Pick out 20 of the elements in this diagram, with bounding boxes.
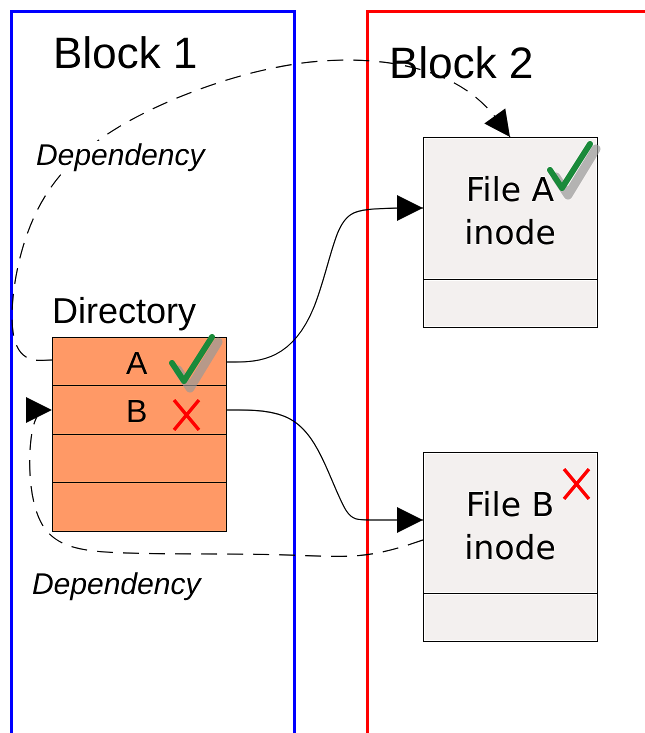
inode-box	[423, 452, 598, 642]
inode-label: File A inode	[463, 169, 557, 254]
entry-name: B	[126, 393, 148, 430]
dependency-arrow	[12, 59, 510, 361]
edge-label: Dependency	[36, 141, 204, 171]
table-row	[52, 482, 227, 532]
block-title: Block 2	[389, 39, 534, 90]
inode-box	[423, 137, 598, 328]
entry-name: A	[126, 345, 148, 382]
block-container	[366, 10, 645, 733]
edge-label: Dependency	[32, 570, 200, 600]
arrow	[227, 409, 423, 533]
table-row	[52, 385, 227, 435]
block-title: Block 1	[53, 29, 198, 80]
inode-label: File B inode	[463, 484, 557, 569]
arrow	[227, 195, 423, 363]
dependency-arrow	[26, 397, 424, 557]
block-container	[10, 10, 296, 733]
table-heading: Directory	[52, 290, 196, 332]
table-row	[52, 434, 227, 483]
